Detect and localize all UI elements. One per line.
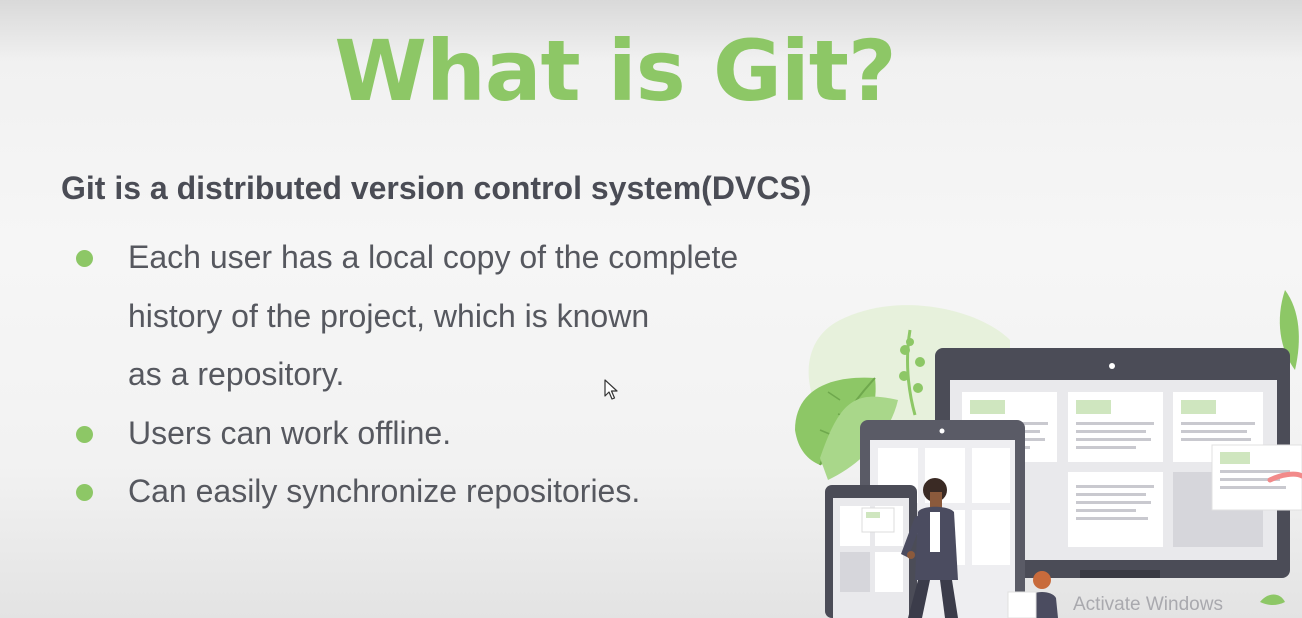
bullet-dot-icon (76, 250, 93, 267)
bullet-text-line: Users can work offline. (128, 414, 452, 451)
person-figure-small-icon (1007, 571, 1058, 618)
slide-title: What is Git? (334, 22, 896, 120)
slide-subtitle: Git is a distributed version control sys… (61, 170, 812, 206)
plant-leaves-icon (795, 329, 925, 480)
bullet-item: Each user has a local copy of the comple… (76, 228, 738, 404)
bullet-list: Each user has a local copy of the comple… (76, 228, 738, 521)
devices-illustration (795, 290, 1302, 618)
phone-icon (825, 485, 917, 618)
bullet-item: Can easily synchronize repositories. (76, 462, 738, 521)
mouse-pointer-icon (604, 379, 618, 400)
bullet-dot-icon (76, 425, 93, 443)
bullet-text-line: history of the project, which is known (128, 297, 650, 334)
activate-windows-watermark: Activate Windows (1073, 594, 1223, 615)
person-figure-icon (900, 478, 958, 618)
bullet-text-line: Can easily synchronize repositories. (128, 473, 641, 509)
bullet-dot-icon (76, 484, 93, 501)
bullet-item: Users can work offline. (76, 404, 738, 463)
bullet-text-line: as a repository. (128, 356, 345, 392)
bullet-text-line: Each user has a local copy of the comple… (128, 239, 739, 275)
